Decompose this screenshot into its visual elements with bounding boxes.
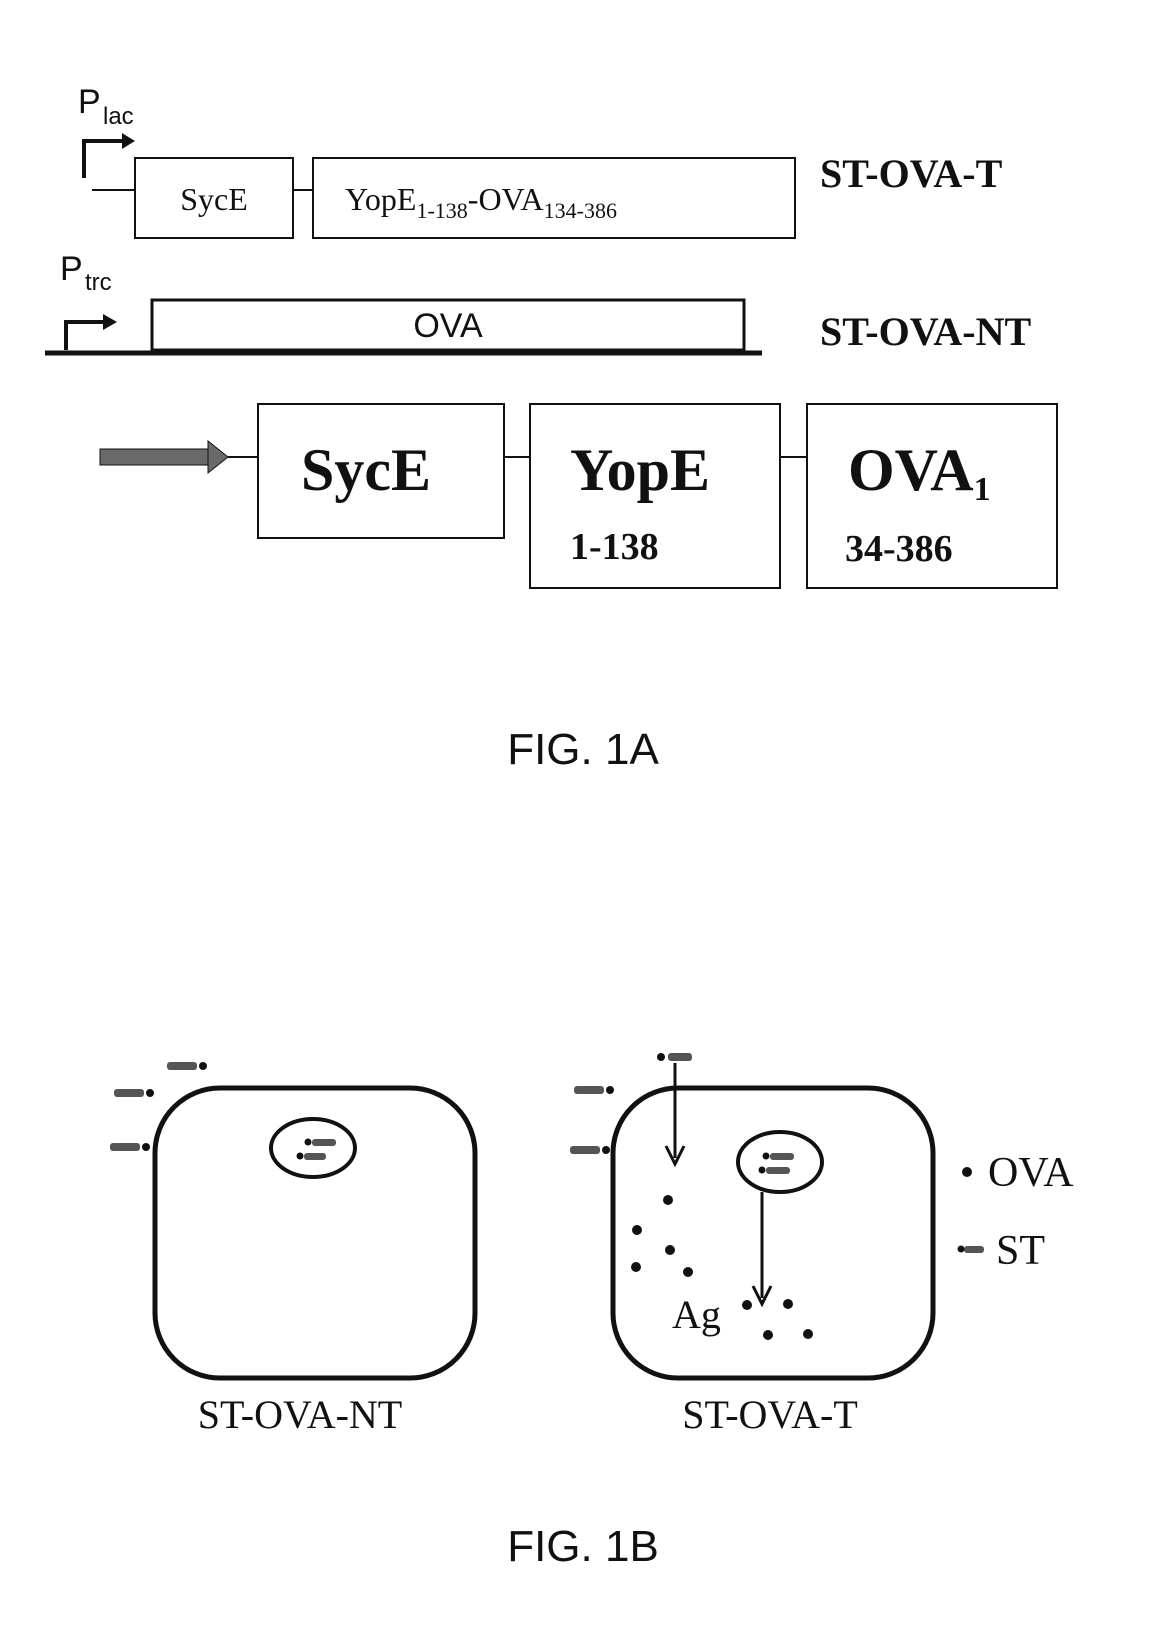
cell-right-vacuole-bacteria — [759, 1153, 795, 1175]
fig-1b: ST-OVA-NT — [110, 1053, 1074, 1571]
legend: OVA ST — [958, 1150, 1075, 1274]
sycE-box-small-label: SycE — [180, 181, 248, 217]
cell-right-label: ST-OVA-T — [682, 1392, 858, 1437]
cell-right-vacuole — [738, 1132, 822, 1192]
yopE-ova-part2: -OVA — [468, 181, 544, 217]
construct-t-label: ST-OVA-T — [820, 151, 1003, 196]
yopE-box-large-range: 1-138 — [570, 526, 659, 568]
ova-box-large-label: OVA1 — [848, 437, 991, 508]
promoter-lac-arrow-icon — [84, 141, 124, 178]
promoter-lac: P lac — [78, 83, 135, 178]
cell-left-vacuole-bacteria — [297, 1139, 337, 1161]
sycE-box-large-label: SycE — [301, 437, 431, 503]
construct-nt-label: ST-OVA-NT — [820, 309, 1032, 354]
legend-st-bacterium-icon — [958, 1246, 985, 1254]
ova-box-large-range: 34-386 — [845, 528, 953, 570]
promoter-trc-arrow-icon — [66, 322, 105, 350]
promoter-trc-subscript: trc — [85, 269, 112, 296]
fig-1a-caption: FIG. 1A — [507, 725, 659, 774]
yopE-ova-fusion-label: YopE1-138-OVA134-386 — [345, 181, 617, 223]
promoter-lac-subscript: lac — [103, 103, 134, 130]
ova-box-large-main: OVA — [848, 437, 974, 503]
antigen-label: Ag — [672, 1292, 721, 1337]
promoter-trc-letter: P — [60, 250, 83, 288]
ova-box-large-inline-sub: 1 — [974, 471, 991, 508]
promoter-trc: P trc — [60, 250, 117, 350]
legend-ova-label: OVA — [988, 1150, 1074, 1196]
ova-box-label: OVA — [413, 307, 483, 345]
promoter-lac-letter: P — [78, 83, 101, 121]
cell-right: Ag — [570, 1053, 933, 1378]
yopE-ova-part1: YopE — [345, 181, 416, 217]
ova-antigen-dots — [631, 1195, 813, 1340]
cell-left-membrane — [155, 1088, 475, 1378]
legend-ova-dot-icon — [962, 1167, 972, 1177]
fig-1a: P lac SycE YopE1-138-OVA134-386 ST-OVA-T… — [45, 83, 1057, 774]
yopE-ova-sub2: 134-386 — [544, 198, 617, 223]
legend-st-label: ST — [996, 1228, 1045, 1274]
cell-left — [110, 1062, 475, 1378]
yopE-box-large-label: YopE — [570, 437, 710, 503]
cell-left-vacuole — [271, 1119, 355, 1177]
yopE-ova-sub1: 1-138 — [416, 198, 467, 223]
promoter-trc-arrowhead-icon — [103, 314, 117, 330]
promoter-lac-arrowhead-icon — [122, 133, 135, 149]
fig-1b-caption: FIG. 1B — [507, 1522, 659, 1571]
large-construct-arrow-icon — [100, 441, 228, 473]
cell-left-label: ST-OVA-NT — [198, 1392, 402, 1437]
